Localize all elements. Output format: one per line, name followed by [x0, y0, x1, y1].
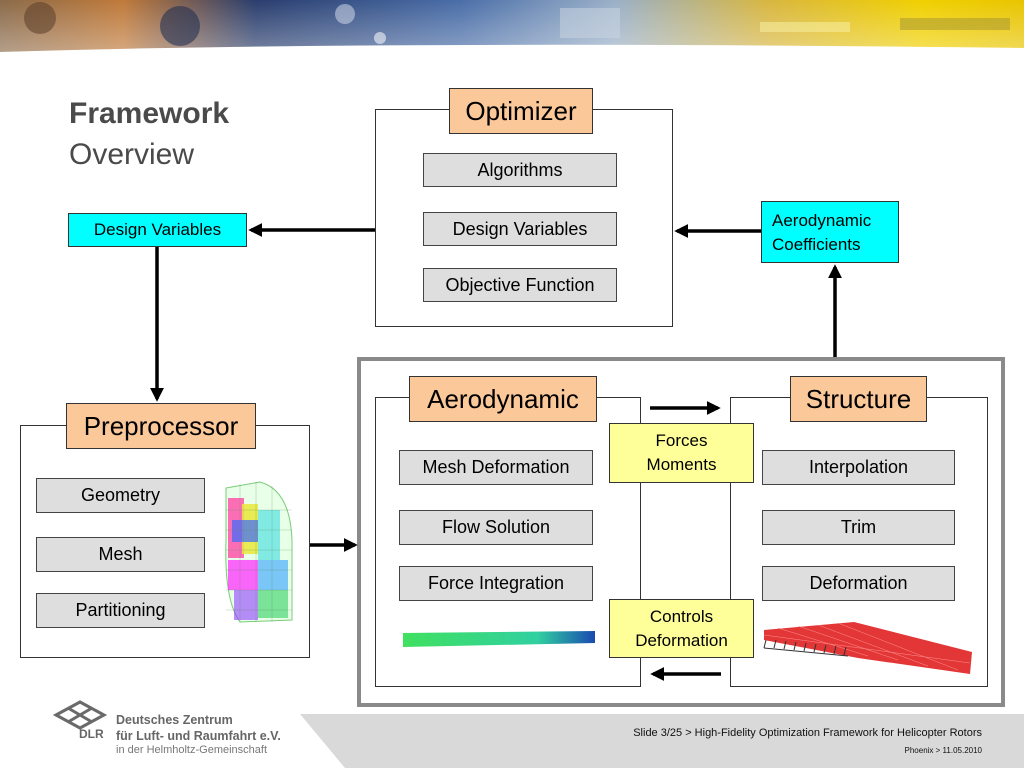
- aero-coefficients-tag: Aerodynamic Coefficients: [761, 201, 899, 263]
- dlr-org-name: Deutsches Zentrum für Luft- und Raumfahr…: [116, 712, 281, 744]
- dlr-logo-icon: [52, 698, 108, 732]
- optimizer-header: Optimizer: [449, 88, 593, 134]
- footer-slide-info: Slide 3/25 > High-Fidelity Optimization …: [633, 727, 982, 739]
- optimizer-item-design-variables: Design Variables: [423, 212, 617, 246]
- aero-blade-image: [401, 628, 597, 650]
- controls-deformation-box: Controls Deformation: [609, 599, 754, 658]
- structure-item-deformation: Deformation: [762, 566, 955, 601]
- deformation-label: Deformation: [635, 630, 728, 650]
- preprocessor-item-mesh: Mesh: [36, 537, 205, 572]
- optimizer-item-algorithms: Algorithms: [423, 153, 617, 187]
- blade-mesh-image: [220, 480, 296, 628]
- aero-item-flow-solution: Flow Solution: [399, 510, 593, 545]
- aerodynamic-header: Aerodynamic: [409, 376, 597, 422]
- dlr-org-line2: für Luft- und Raumfahrt e.V.: [116, 729, 281, 743]
- controls-label: Controls: [649, 606, 714, 626]
- structure-item-interpolation: Interpolation: [762, 450, 955, 485]
- structure-blade-image: [758, 618, 974, 680]
- forces-label: Forces: [655, 431, 708, 450]
- aero-item-mesh-deformation: Mesh Deformation: [399, 450, 593, 485]
- aero-coefficients-line1: Aerodynamic: [772, 211, 872, 230]
- footer-band: [300, 714, 1024, 768]
- optimizer-item-objective-function: Objective Function: [423, 268, 617, 302]
- dlr-abbreviation: DLR: [79, 727, 104, 741]
- page-subtitle: Overview: [69, 138, 195, 171]
- preprocessor-item-geometry: Geometry: [36, 478, 205, 513]
- dlr-org-line1: Deutsches Zentrum: [116, 713, 233, 727]
- design-variables-tag: Design Variables: [68, 213, 247, 247]
- page-title: Framework: [69, 97, 230, 130]
- forces-moments-box: Forces Moments: [609, 423, 754, 483]
- aero-item-force-integration: Force Integration: [399, 566, 593, 601]
- structure-item-trim: Trim: [762, 510, 955, 545]
- aero-coefficients-line2: Coefficients: [772, 235, 861, 254]
- structure-header: Structure: [790, 376, 927, 422]
- preprocessor-header: Preprocessor: [66, 403, 256, 449]
- moments-label: Moments: [646, 455, 717, 474]
- footer-date-info: Phoenix > 11.05.2010: [904, 746, 982, 755]
- preprocessor-item-partitioning: Partitioning: [36, 593, 205, 628]
- dlr-helmholtz: in der Helmholtz-Gemeinschaft: [116, 744, 268, 756]
- header-banner: [0, 0, 1024, 52]
